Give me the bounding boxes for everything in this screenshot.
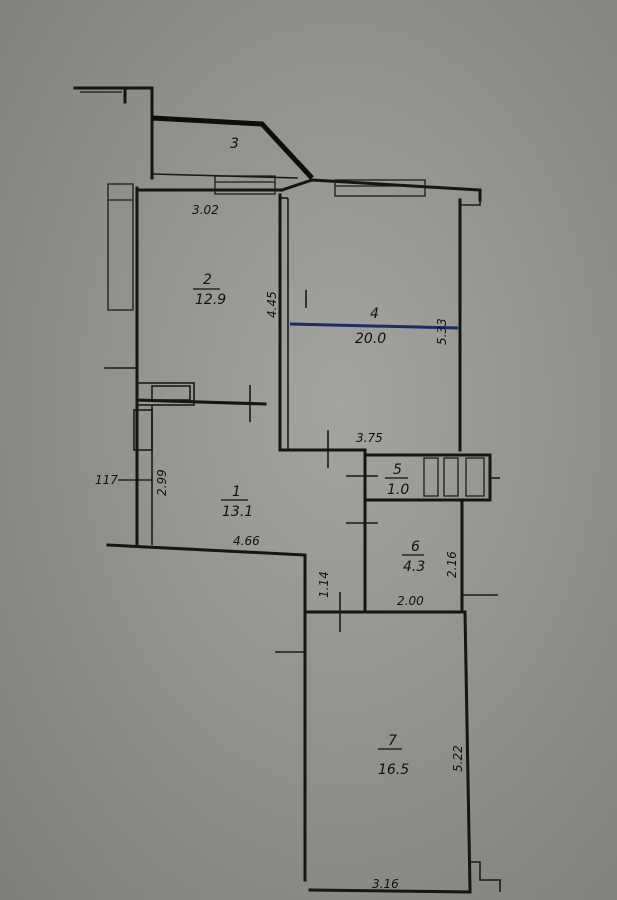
radiator-left [107,183,134,311]
window-room-4 [334,179,426,197]
room-7-area: 16.5 [378,762,409,778]
room-4-number: 4 [370,306,379,322]
dim-room-7-width: 3.16 [372,877,399,891]
dim-corridor-114: 1.14 [317,571,331,598]
dim-room-1-width: 4.66 [233,534,260,548]
room-4-accent-line [289,322,459,330]
dim-room-2-width: 3.02 [192,203,219,217]
dim-room-7-height: 5.22 [451,745,465,772]
room-5-area: 1.0 [387,482,409,498]
room-2-number: 2 [203,272,212,288]
room-5-number: 5 [393,462,402,478]
room-4-area: 20.0 [355,331,386,347]
walls [73,86,501,894]
dim-room-2-height: 4.45 [265,291,279,318]
dimension-labels: 3.02 4.45 5.33 3.75 117 2.99 4.66 1.14 2… [95,203,465,891]
room-7-number: 7 [388,733,397,749]
room-1-area: 13.1 [222,504,253,520]
balcony-3-wall [151,115,314,180]
room-2-area: 12.9 [195,292,226,308]
room-3-number: 3 [230,136,239,152]
dim-room-1-height: 2.99 [155,469,169,496]
room-6-number: 6 [411,539,420,555]
dim-room-4-width: 3.75 [356,431,383,445]
dim-room-6-height: 2.16 [445,551,459,578]
room-6-area: 4.3 [403,559,425,575]
room-labels: 3 2 12.9 4 20.0 5 1.0 1 13.1 6 4.3 7 16.… [193,136,425,778]
dim-room-4-height: 5.33 [435,318,449,345]
window-room-2 [214,175,276,195]
room-1-number: 1 [232,484,241,500]
dim-room-6-width: 2.00 [397,594,424,608]
dim-entrance-117: 117 [95,473,118,487]
